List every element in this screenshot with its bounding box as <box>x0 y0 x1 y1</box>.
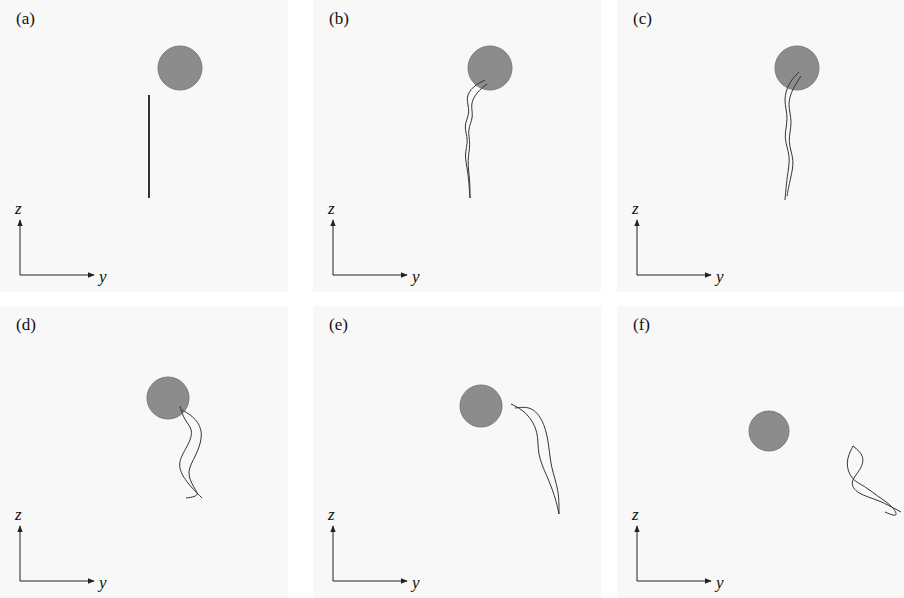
panel-background <box>617 0 904 292</box>
filament <box>180 406 202 498</box>
panel-background <box>0 306 288 598</box>
panel <box>0 306 288 598</box>
axis-label: y <box>99 574 107 591</box>
panel-background <box>617 306 904 598</box>
sphere <box>147 377 189 419</box>
panel-label: (c) <box>633 10 652 27</box>
panel-background <box>0 0 288 292</box>
axis-label: z <box>328 506 335 523</box>
sphere <box>775 46 819 90</box>
sphere <box>468 46 512 90</box>
filament <box>852 446 901 512</box>
axis-label: z <box>15 506 22 523</box>
y-axis <box>20 581 94 582</box>
filament <box>148 95 150 198</box>
panel <box>0 0 288 292</box>
sphere <box>749 411 789 451</box>
z-axis <box>20 526 21 581</box>
y-axis <box>637 275 711 276</box>
panel-background <box>313 0 601 292</box>
sphere <box>158 46 202 90</box>
z-axis <box>333 526 334 581</box>
panel <box>313 306 601 598</box>
z-axis <box>637 220 638 275</box>
panel-label: (d) <box>16 316 36 333</box>
axis-label: z <box>632 506 639 523</box>
axis-label: y <box>412 268 420 285</box>
z-axis <box>637 526 638 581</box>
axis-label: y <box>99 268 107 285</box>
y-axis <box>20 275 94 276</box>
filament <box>515 407 559 514</box>
axis-label: z <box>328 200 335 217</box>
y-axis <box>637 581 711 582</box>
axis-label: y <box>412 574 420 591</box>
z-axis <box>20 220 21 275</box>
panel-label: (f) <box>633 316 650 333</box>
panel-label: (e) <box>329 316 348 333</box>
filament <box>468 84 487 198</box>
filament <box>182 410 201 498</box>
panel <box>617 306 904 598</box>
filament <box>511 404 559 514</box>
panel-label: (a) <box>16 10 35 27</box>
panel <box>617 0 904 292</box>
panel-background <box>313 306 601 598</box>
axis-label: z <box>632 200 639 217</box>
filament <box>847 446 896 515</box>
axis-label: y <box>716 574 724 591</box>
filament <box>465 80 485 198</box>
panel-label: (b) <box>329 10 349 27</box>
filament <box>787 76 801 196</box>
y-axis <box>333 581 407 582</box>
panel <box>313 0 601 292</box>
y-axis <box>333 275 407 276</box>
z-axis <box>333 220 334 275</box>
axis-label: y <box>716 268 724 285</box>
axis-label: z <box>15 200 22 217</box>
sphere <box>460 385 502 427</box>
